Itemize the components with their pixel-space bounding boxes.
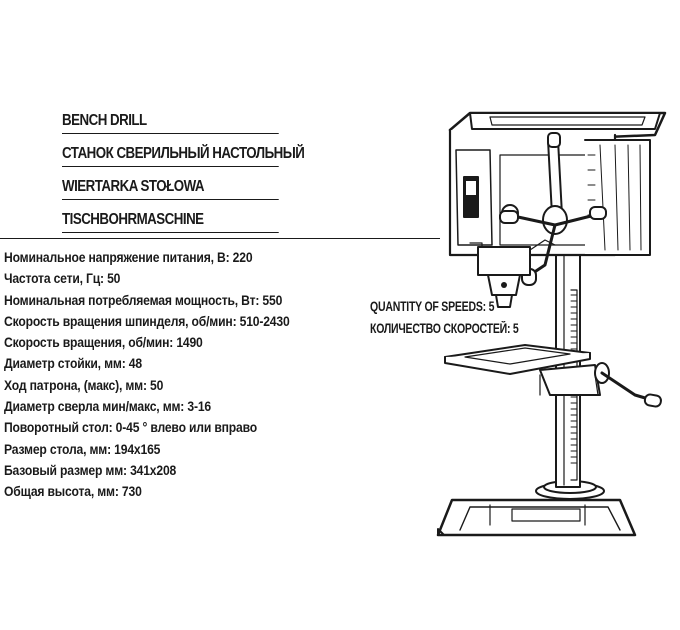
title-russian: СТАНОК СВЕРИЛЬНЫЙ НАСТОЛЬНЫЙ: [62, 141, 305, 167]
spec-total-height: Общая высота, мм: 730: [4, 484, 142, 500]
spec-spindle-speed: Скорость вращения шпинделя, об/мин: 510-…: [4, 313, 290, 329]
spec-base-size: Базовый размер мм: 341х208: [4, 462, 177, 478]
spec-voltage: Номинальное напряжение питания, В: 220: [4, 250, 253, 265]
spec-table-size: Размер стола, мм: 194х165: [4, 441, 161, 457]
drill-table: [444, 344, 662, 408]
spec-table-tilt: Поворотный стол: 0-45 ° влево или вправо: [4, 420, 257, 436]
speeds-russian: КОЛИЧЕСТВО СКОРОСТЕЙ: 5: [370, 321, 519, 336]
feed-handle-assembly: [477, 132, 607, 308]
drill-base: [436, 480, 637, 537]
spec-list: Номинальное напряжение питания, В: 220 Ч…: [4, 247, 374, 503]
spec-power: Номинальная потребляемая мощность, Вт: 5…: [4, 292, 283, 308]
spec-column-diameter: Диаметр стойки, мм: 48: [4, 356, 142, 372]
section-divider: [0, 238, 440, 239]
spec-drill-diameter: Диаметр сверла мин/макс, мм: 3-16: [4, 399, 211, 415]
speeds-english: QUANTITY OF SPEEDS: 5: [370, 299, 495, 314]
speed-info: QUANTITY OF SPEEDS: 5 КОЛИЧЕСТВО СКОРОСТ…: [370, 296, 560, 340]
bench-drill-illustration: [430, 95, 675, 545]
spec-motor-speed: Скорость вращения, об/мин: 1490: [4, 335, 203, 351]
spec-chuck-travel: Ход патрона, (макс), мм: 50: [4, 377, 164, 393]
title-polish: WIERTARKA STOŁOWA: [62, 174, 279, 200]
title-block: BENCH DRILL СТАНОК СВЕРИЛЬНЫЙ НАСТОЛЬНЫЙ…: [62, 108, 314, 233]
title-german: TISCHBOHRMASCHINE: [62, 207, 279, 233]
title-english: BENCH DRILL: [62, 108, 279, 134]
spec-frequency: Частота сети, Гц: 50: [4, 271, 121, 287]
